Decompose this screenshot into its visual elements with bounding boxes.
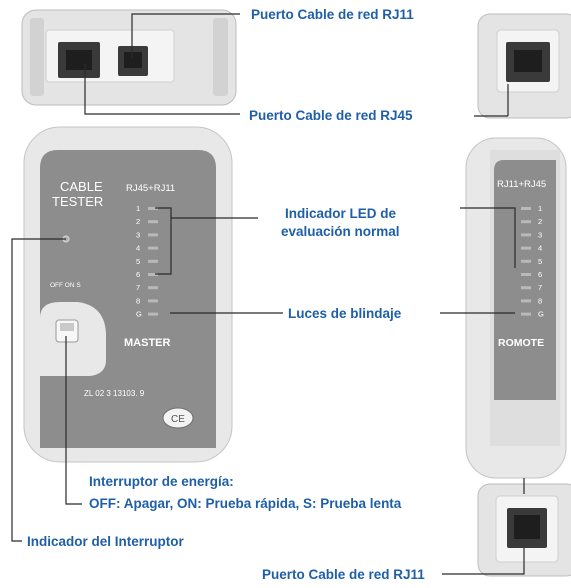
leader-rj45-top [84,64,240,115]
master-top-right-edge [213,18,228,96]
rj45-port-top-contacts [66,50,92,70]
rj11-port-top-contacts [124,52,142,68]
remote-name: ROMOTE [498,337,544,349]
callout-shield-lights: Luces de blindaje [288,306,402,321]
callouts: Puerto Cable de red RJ11 Puerto Cable de… [27,7,425,582]
remote-led [521,246,531,250]
remote-led-number: 7 [538,283,542,292]
remote-panel [494,160,556,400]
callout-power-switch-title: Interruptor de energía: [89,474,234,489]
remote-led-number: 8 [538,296,542,305]
remote-led [521,286,531,290]
leader-power-switch [65,336,82,505]
master-led [148,286,158,290]
master-top-left-edge [30,18,44,96]
switch-positions: OFF ON S [50,282,81,289]
master-led [148,273,158,276]
master-led-number: 5 [136,257,140,266]
master-led-number: 2 [136,217,140,226]
master-top-view [21,9,237,106]
callout-led-normal-1: Indicador LED de [285,206,397,221]
remote-led [521,259,531,263]
remote-led-number: 4 [538,244,542,253]
remote-led [521,312,531,316]
remote-led-number: 3 [538,230,542,239]
callout-led-normal-2: evaluación normal [281,224,400,239]
remote-led-number: 5 [538,257,542,266]
led-normal-bracket [155,207,172,275]
remote-led [521,299,531,303]
remote-led [521,273,531,276]
master-led-number: 1 [136,204,140,213]
ce-mark: CE [171,414,185,425]
remote-led-number: 2 [538,217,542,226]
remote-led [521,233,531,237]
master-led-number: 7 [136,283,140,292]
remote-led-number: 6 [538,270,542,279]
remote-led-number: 1 [538,204,542,213]
master-port-label: RJ45+RJ11 [126,183,175,194]
remote-led-bracket [460,207,516,268]
remote-led-column: 1 2 3 4 5 6 7 8G [521,204,544,319]
master-led [148,312,158,316]
leader-rj11-bottom [442,548,525,575]
ce-badge [162,407,194,429]
callout-switch-indicator: Indicador del Interruptor [27,534,185,549]
master-name: MASTER [124,337,171,349]
remote-bottom-view [477,483,571,577]
callout-power-switch-modes: OFF: Apagar, ON: Prueba rápida, S: Prueb… [89,496,402,511]
remote-top-view [477,13,571,119]
rj45-port-remote-contacts [514,50,542,72]
remote-led [521,220,531,224]
master-led [148,299,158,303]
master-led [148,220,158,224]
master-led [148,233,158,237]
master-title-2: TESTER [52,194,103,209]
master-led-number: G [136,310,142,319]
master-led-number: 8 [136,296,140,305]
callout-rj11-bottom: Puerto Cable de red RJ11 [262,567,425,582]
master-led-number: 3 [136,230,140,239]
leader-switch-indicator [11,238,66,542]
master-led-column: 1 2 3 4 5 6 7 8G [136,204,158,319]
remote-led [521,207,531,210]
master-led [148,259,158,263]
master-model: ZL 02 3 13103. 9 [84,389,145,398]
master-led-number: 4 [136,244,140,253]
remote-unit: RJ11+RJ45 1 2 3 4 5 6 7 8G ROMOTE [465,137,567,479]
master-led [148,246,158,250]
callout-rj11-top: Puerto Cable de red RJ11 [251,7,414,22]
leader-rj11-top [131,13,240,58]
master-unit: CABLE TESTER RJ45+RJ11 OFF ON S 1 2 3 4 5 6 7 8… [23,126,233,463]
rj11-port-remote-contacts [514,515,540,539]
master-led [148,207,158,210]
remote-port-label: RJ11+RJ45 [497,179,546,190]
remote-led-number: G [538,310,544,319]
power-switch-knob[interactable] [60,323,74,331]
leader-lines [11,13,525,575]
master-title-1: CABLE [60,179,103,194]
master-led-number: 6 [136,270,140,279]
callout-rj45-top: Puerto Cable de red RJ45 [249,108,413,123]
